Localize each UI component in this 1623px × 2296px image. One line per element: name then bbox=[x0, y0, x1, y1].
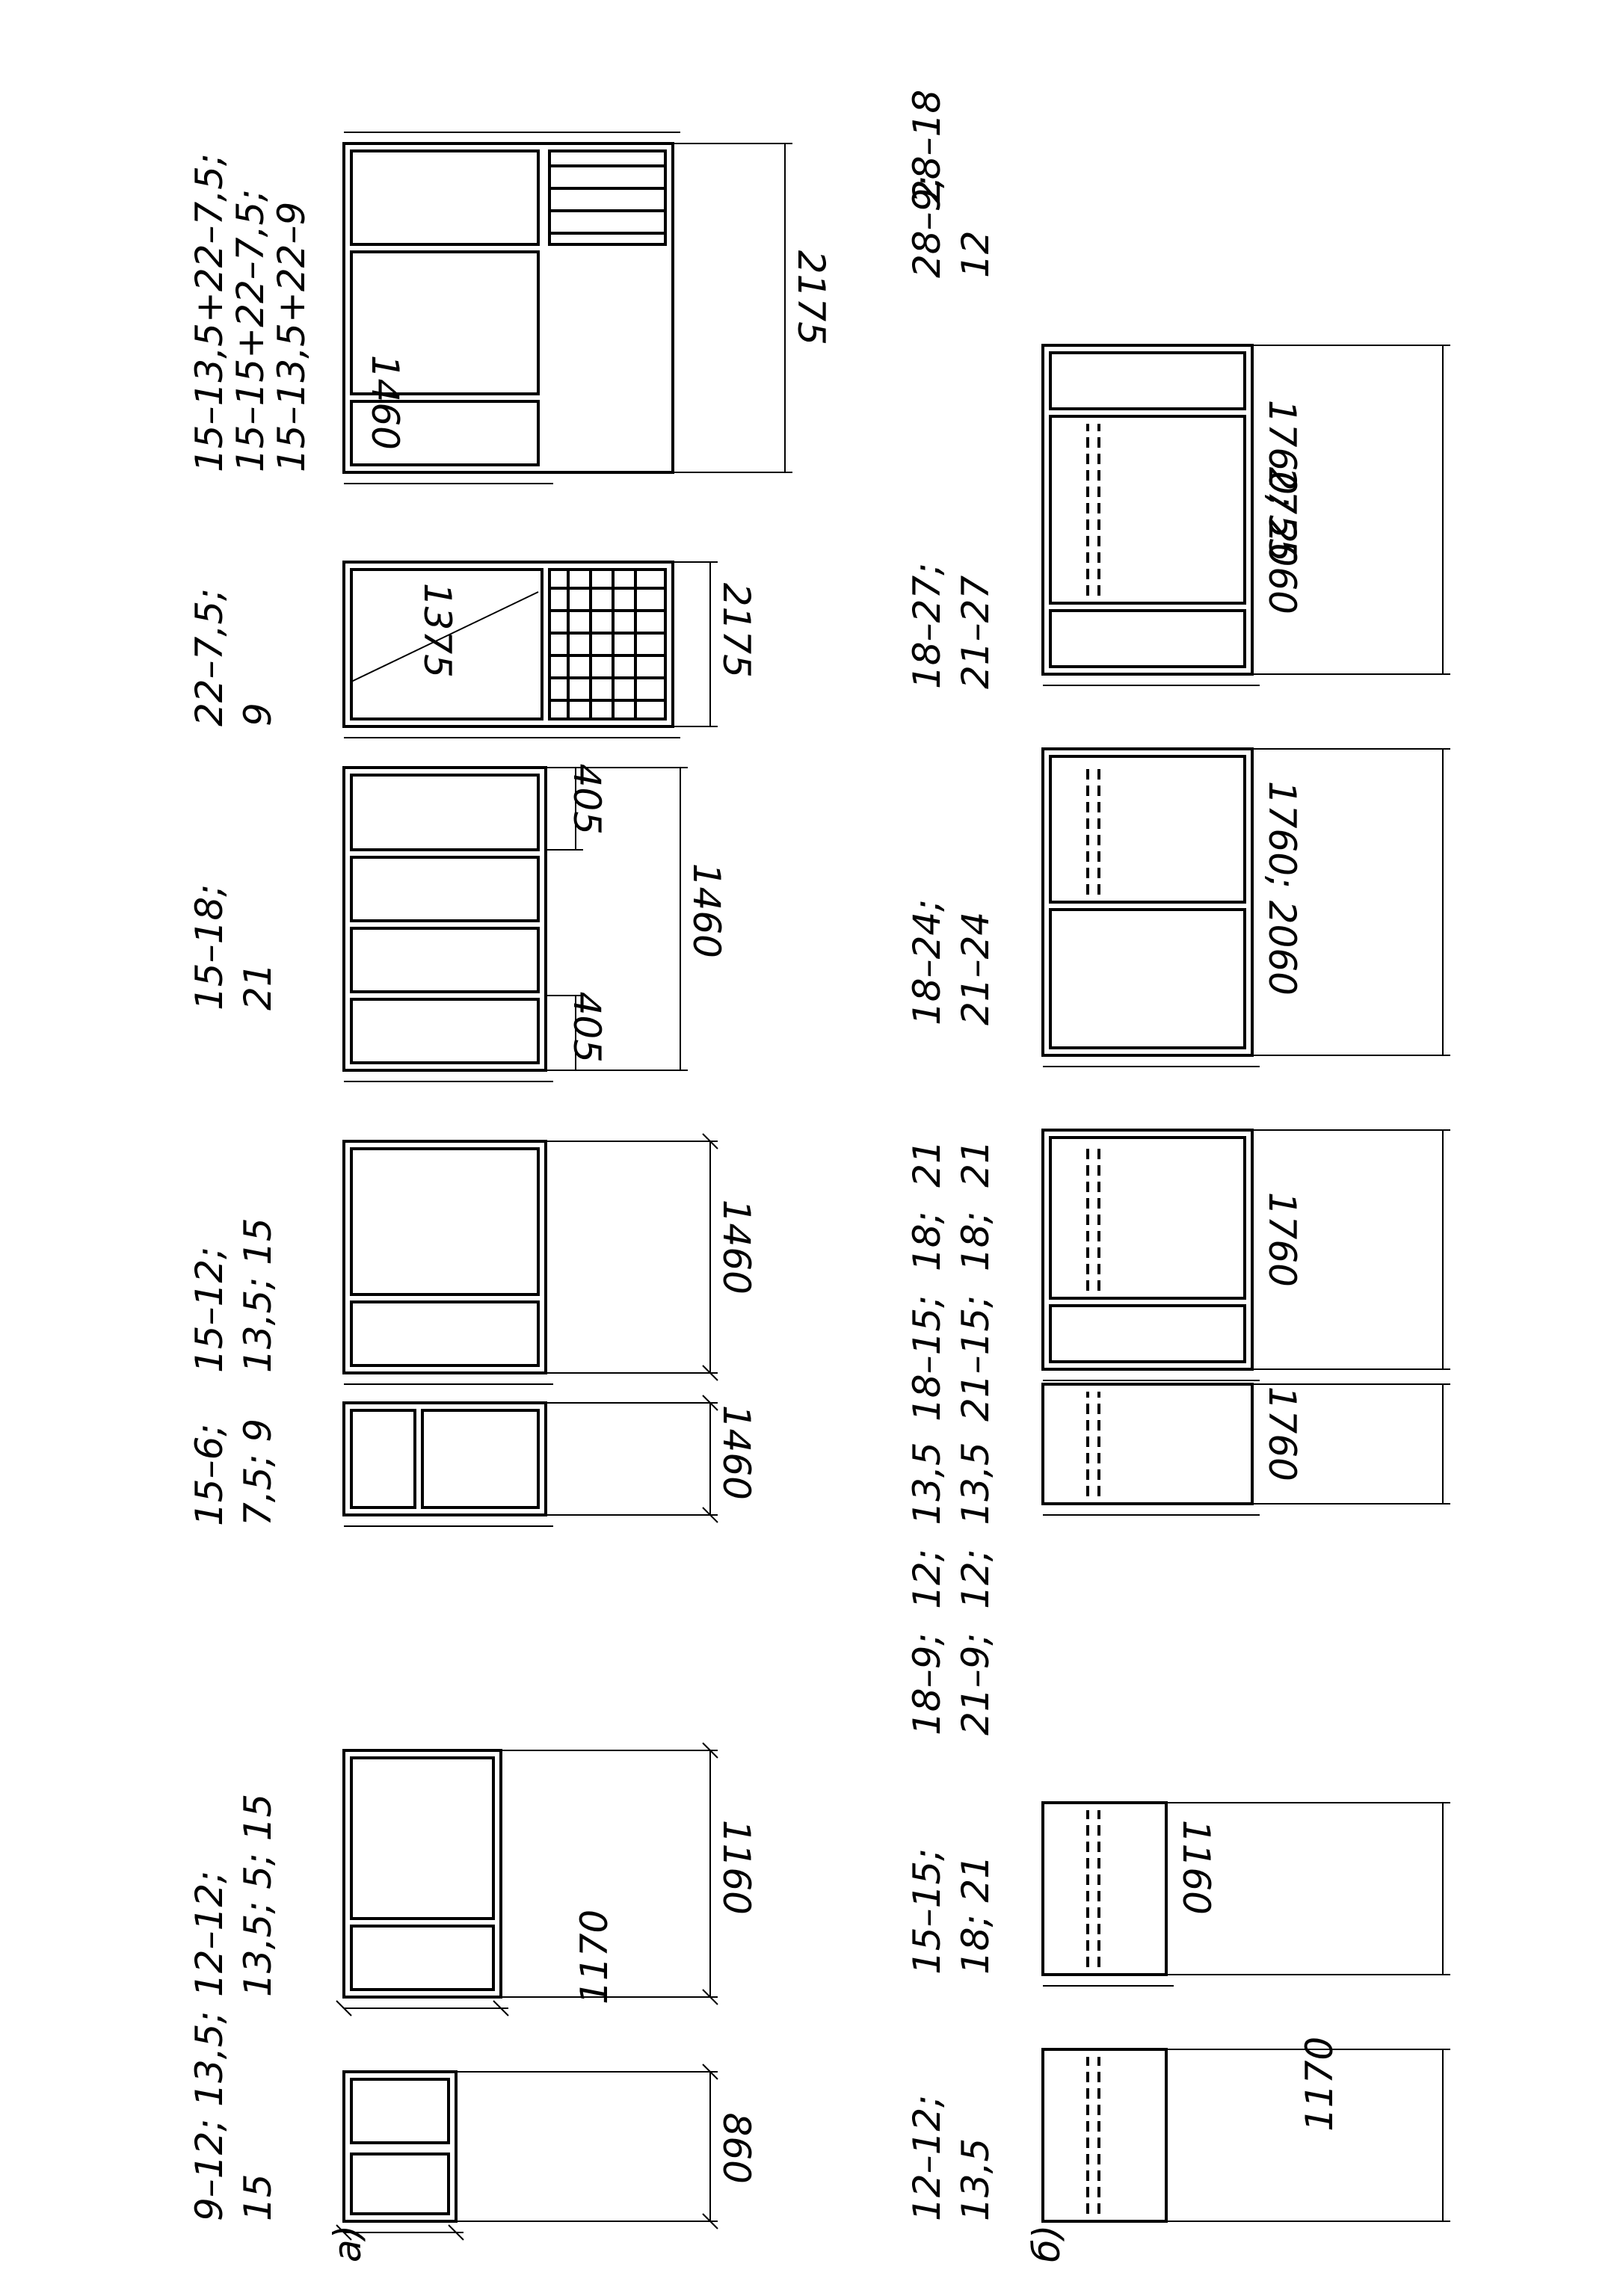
cell-a7 bbox=[342, 142, 674, 474]
code-b5-line1: 18–24; bbox=[905, 898, 949, 1025]
code-a5-line1: 15–18; bbox=[188, 883, 231, 1010]
dims-b3 bbox=[1043, 1383, 1450, 1516]
dim-a1-h1: 1170 bbox=[573, 1909, 616, 2005]
dims-a5 bbox=[344, 767, 688, 1082]
cell-b6 bbox=[1041, 344, 1254, 676]
code-b4-line1: 18–15; 18; 21 bbox=[905, 1140, 949, 1422]
code-b3-line1: 18–9; 12; 13,5 bbox=[905, 1442, 949, 1735]
code-b2-line2: 18; 21 bbox=[954, 1855, 997, 1975]
code-a5-line2: 21 bbox=[236, 963, 280, 1010]
dim-a2-width: 1160 bbox=[715, 1819, 758, 1915]
cell-a3 bbox=[342, 1401, 547, 1516]
dims-a6 bbox=[344, 561, 718, 738]
code-b2-line1: 15–15; bbox=[905, 1848, 949, 1975]
code-a7-line1: 15–13,5+22–7,5; bbox=[188, 153, 231, 472]
dims-a3 bbox=[344, 1395, 718, 1527]
dim-b3-width: 1760 bbox=[1260, 1386, 1304, 1481]
cell-a5 bbox=[342, 766, 547, 1072]
dim-a7-width2: 1460 bbox=[363, 354, 407, 450]
dim-b1-h1: 1170 bbox=[1298, 2036, 1341, 2132]
cell-a1 bbox=[342, 2070, 458, 2223]
code-a6-line2: 9 bbox=[236, 703, 280, 726]
dim-a6-inner: 1375 bbox=[416, 582, 459, 678]
dims-a2 bbox=[336, 1742, 718, 2016]
cell-b4 bbox=[1041, 1129, 1254, 1371]
code-a2-line1: 12–12; bbox=[188, 1870, 231, 1997]
cell-b2 bbox=[1041, 1801, 1168, 1976]
dims-b1 bbox=[1166, 2049, 1450, 2222]
dim-b5-width: 1760; 2060 bbox=[1260, 780, 1304, 996]
dims-b5 bbox=[1043, 748, 1450, 1067]
code-a1-line2: 15 bbox=[236, 2173, 280, 2221]
dim-a7-width: 2175 bbox=[789, 250, 833, 345]
code-a7-line3: 15–13,5+22–9 bbox=[270, 201, 313, 472]
code-a4-line2: 13,5; 15 bbox=[236, 1218, 280, 1373]
dims-a1 bbox=[336, 2064, 718, 2241]
code-b3-line2: 21–9; 12; 13,5 bbox=[954, 1442, 997, 1735]
dims-b2 bbox=[1043, 1802, 1450, 1987]
dim-a3-width: 1460 bbox=[715, 1404, 758, 1500]
cell-a2 bbox=[342, 1749, 502, 1999]
code-a3-line1: 15–6; bbox=[188, 1423, 231, 1526]
cell-b5 bbox=[1041, 747, 1254, 1057]
code-a1-line1: 9–12; 13,5; bbox=[188, 2010, 231, 2221]
dim-a5-sub2: 405 bbox=[565, 763, 609, 835]
dim-a1-width: 860 bbox=[715, 2112, 758, 2184]
code-b1-line2: 13,5 bbox=[954, 2138, 997, 2221]
dim-a6-width: 2175 bbox=[715, 582, 758, 678]
dims-b6 bbox=[1043, 345, 1450, 686]
code-b5-line2: 21–24 bbox=[954, 911, 997, 1025]
part-b-label: б) bbox=[1025, 2224, 1068, 2262]
dim-a5-width: 1460 bbox=[685, 862, 728, 958]
dim-b2-width: 1160 bbox=[1174, 1819, 1218, 1915]
code-b4-line2: 21–15; 18; 21 bbox=[954, 1140, 997, 1422]
cell-a6 bbox=[342, 561, 674, 728]
code-b6-line2: 21–27 bbox=[954, 575, 997, 689]
code-a6-line1: 22–7,5; bbox=[188, 588, 231, 726]
cell-a4 bbox=[342, 1140, 547, 1374]
code-b1-line1: 12–12; bbox=[905, 2094, 949, 2221]
dim-b7-width: 2755 bbox=[1260, 466, 1304, 562]
code-a2-line2: 13,5; 5; 15 bbox=[236, 1793, 280, 1997]
code-b6-line1: 18–27; bbox=[905, 562, 949, 689]
code-a3-line2: 7,5; 9 bbox=[236, 1418, 280, 1526]
dim-a4-width: 1460 bbox=[715, 1199, 758, 1294]
dim-b4-width: 1760 bbox=[1260, 1191, 1304, 1287]
cell-b3 bbox=[1041, 1383, 1254, 1505]
dims-b4 bbox=[1043, 1129, 1450, 1381]
code-b8-line1: 28–18 bbox=[905, 89, 949, 203]
dims-a4 bbox=[344, 1133, 718, 1385]
cell-b1 bbox=[1041, 2048, 1168, 2223]
code-a4-line1: 15–12; bbox=[188, 1246, 231, 1373]
code-a7-line2: 15–15+22–7,5; bbox=[229, 188, 272, 472]
dim-a5-sub1: 405 bbox=[565, 991, 609, 1063]
dims-a7 bbox=[344, 132, 792, 484]
part-a-label: a) bbox=[326, 2224, 369, 2262]
code-b7-line2: 12 bbox=[954, 230, 997, 278]
